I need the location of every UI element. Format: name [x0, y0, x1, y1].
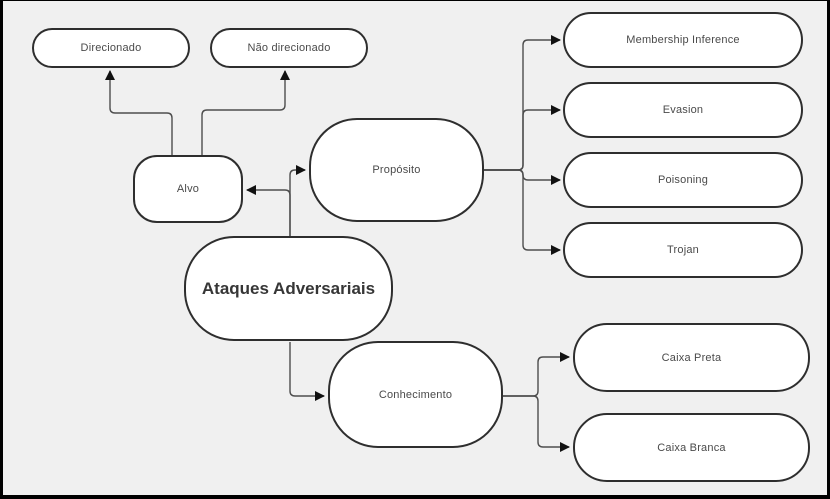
node-nao-direcionado: Não direcionado [210, 28, 368, 68]
edge-root-proposito [289, 165, 306, 237]
node-caixa-preta: Caixa Preta [573, 323, 810, 392]
node-ataques-adversariais: Ataques Adversariais [184, 236, 393, 341]
edge-conhecimento-caixa-preta [503, 352, 570, 397]
edge-proposito-evasion [484, 105, 561, 171]
edge-alvo-direcionado [105, 70, 173, 156]
node-membership-inference: Membership Inference [563, 12, 803, 68]
edge-root-alvo [246, 185, 291, 237]
edge-proposito-trojan [484, 169, 561, 255]
node-caixa-branca: Caixa Branca [573, 413, 810, 482]
node-conhecimento: Conhecimento [328, 341, 503, 448]
edge-conhecimento-caixa-branca [503, 395, 570, 452]
node-poisoning: Poisoning [563, 152, 803, 208]
edge-proposito-membership-inference [484, 35, 561, 171]
edge-root-conhecimento [289, 342, 325, 401]
node-direcionado: Direcionado [32, 28, 190, 68]
node-alvo: Alvo [133, 155, 243, 223]
node-evasion: Evasion [563, 82, 803, 138]
node-proposito: Propósito [309, 118, 484, 222]
node-trojan: Trojan [563, 222, 803, 278]
edge-alvo-nao-direcionado [201, 70, 290, 156]
